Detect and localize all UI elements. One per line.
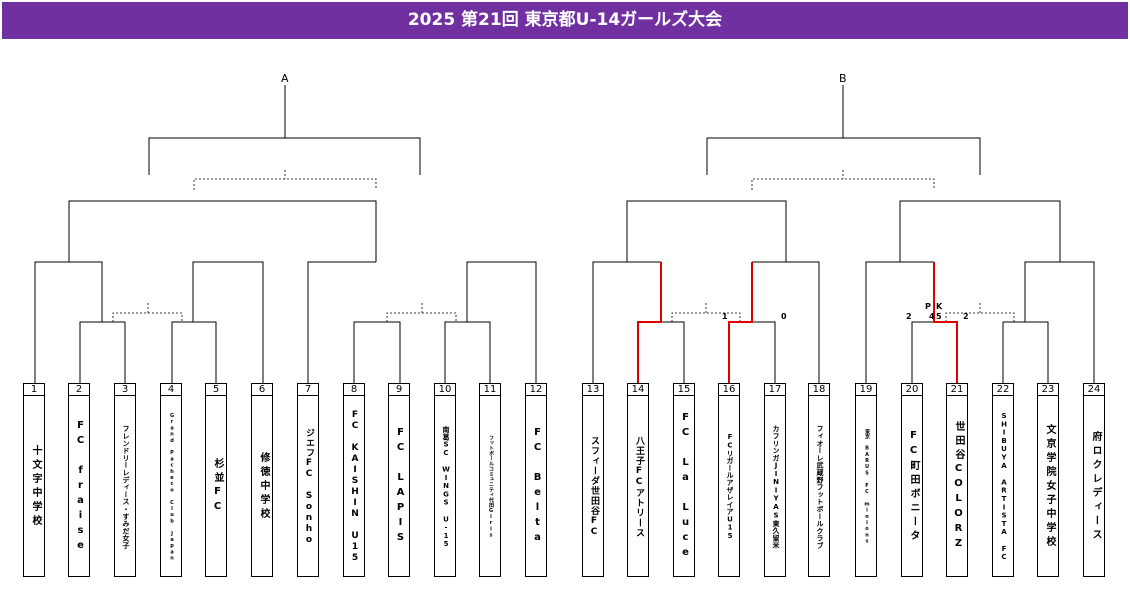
team-23: 23 文京学院女子中学校	[1037, 383, 1059, 577]
third-place-lines	[112, 170, 1015, 322]
team-7: 7 ジエフFC Sonho	[297, 383, 319, 577]
team-9: 9 FC LAPIS	[388, 383, 410, 577]
team-name: FC fraise	[75, 419, 86, 555]
team-name: Grand Pacheco Club Japan	[169, 412, 175, 562]
team-number: 17	[765, 384, 785, 396]
team-name: フットボールコミュニティ代田Girls	[488, 435, 494, 539]
score-14-16-left: 1	[722, 312, 728, 321]
team-number: 8	[344, 384, 364, 396]
team-name: 世田谷COLORZ	[953, 421, 964, 553]
team-8: 8 FC KAISHIN U15	[343, 383, 365, 577]
team-name: 南葛SC WINGS U-15	[442, 425, 450, 549]
team-name: 文京学院女子中学校	[1044, 424, 1055, 550]
team-name: FC Belta	[532, 427, 543, 547]
team-16: 16 FCリガールアザレイアU15	[718, 383, 740, 577]
team-2: 2 FC fraise	[68, 383, 90, 577]
team-number: 13	[583, 384, 603, 396]
team-name: FC La Luce	[680, 412, 691, 562]
team-number: 4	[161, 384, 181, 396]
team-number: 9	[389, 384, 409, 396]
team-name: カフリンガJINIYAS東久留米	[772, 425, 780, 549]
team-name: 十文字中学校	[30, 445, 41, 529]
team-name: 八王子FCアトリース	[634, 436, 644, 538]
team-22: 22 SHIBUYA ARTISTA FC	[992, 383, 1014, 577]
team-18: 18 フィオーレ武蔵野フットボールクラブ	[808, 383, 830, 577]
team-number: 20	[902, 384, 922, 396]
team-name: FC町田ボニータ	[908, 430, 919, 544]
score-20-21-left: 2	[906, 312, 912, 321]
team-number: 6	[252, 384, 272, 396]
team-5: 5 杉並FC	[205, 383, 227, 577]
team-10: 10 南葛SC WINGS U-15	[434, 383, 456, 577]
team-number: 3	[115, 384, 135, 396]
team-12: 12 FC Belta	[525, 383, 547, 577]
score-20-21-right: 2	[963, 312, 969, 321]
team-number: 23	[1038, 384, 1058, 396]
team-15: 15 FC La Luce	[673, 383, 695, 577]
winner-lines	[637, 262, 958, 383]
pk-label-k: K	[936, 302, 943, 311]
team-number: 16	[719, 384, 739, 396]
team-number: 1	[24, 384, 44, 396]
score-14-16-right: 0	[781, 312, 787, 321]
pk-score-left: 4	[929, 312, 935, 321]
team-name: フィオーレ武蔵野フットボールクラブ	[816, 424, 824, 550]
team-3: 3 フレンドリーレディース・すみだ女子	[114, 383, 136, 577]
team-number: 19	[856, 384, 876, 396]
team-number: 14	[628, 384, 648, 396]
team-number: 7	[298, 384, 318, 396]
team-name: スフィーダ世田谷FC	[589, 436, 599, 538]
team-name: ジエフFC Sonho	[304, 428, 314, 546]
team-name: FCリガールアザレイアU15	[726, 433, 734, 541]
page-title: 2025 第21回 東京都U-14ガールズ大会	[2, 2, 1128, 39]
team-number: 11	[480, 384, 500, 396]
team-number: 12	[526, 384, 546, 396]
team-17: 17 カフリンガJINIYAS東久留米	[764, 383, 786, 577]
team-name: FC LAPIS	[395, 427, 406, 547]
team-19: 19 東京 BARUS FC minions	[855, 383, 877, 577]
team-13: 13 スフィーダ世田谷FC	[582, 383, 604, 577]
team-name: FC KAISHIN U15	[350, 410, 360, 564]
team-14: 14 八王子FCアトリース	[627, 383, 649, 577]
team-1: 1 十文字中学校	[23, 383, 45, 577]
team-4: 4 Grand Pacheco Club Japan	[160, 383, 182, 577]
team-number: 5	[206, 384, 226, 396]
team-number: 18	[809, 384, 829, 396]
team-number: 15	[674, 384, 694, 396]
block-b-label: B	[839, 72, 847, 85]
team-6: 6 修徳中学校	[251, 383, 273, 577]
team-11: 11 フットボールコミュニティ代田Girls	[479, 383, 501, 577]
bracket-lines	[34, 85, 1095, 383]
team-21: 21 世田谷COLORZ	[946, 383, 968, 577]
team-number: 24	[1084, 384, 1104, 396]
team-number: 10	[435, 384, 455, 396]
team-number: 21	[947, 384, 967, 396]
pk-score-right: 5	[936, 312, 942, 321]
team-name: フレンドリーレディース・すみだ女子	[122, 424, 130, 550]
pk-label-p: P	[925, 302, 931, 311]
team-name: 東京 BARUS FC minions	[864, 429, 870, 545]
team-number: 2	[69, 384, 89, 396]
team-number: 22	[993, 384, 1013, 396]
block-a-label: A	[281, 72, 289, 85]
team-name: 府ロクレディース	[1090, 431, 1101, 543]
team-24: 24 府ロクレディース	[1083, 383, 1105, 577]
team-name: 修徳中学校	[258, 452, 269, 522]
team-20: 20 FC町田ボニータ	[901, 383, 923, 577]
team-name: SHIBUYA ARTISTA FC	[1000, 412, 1008, 562]
team-name: 杉並FC	[212, 458, 223, 516]
